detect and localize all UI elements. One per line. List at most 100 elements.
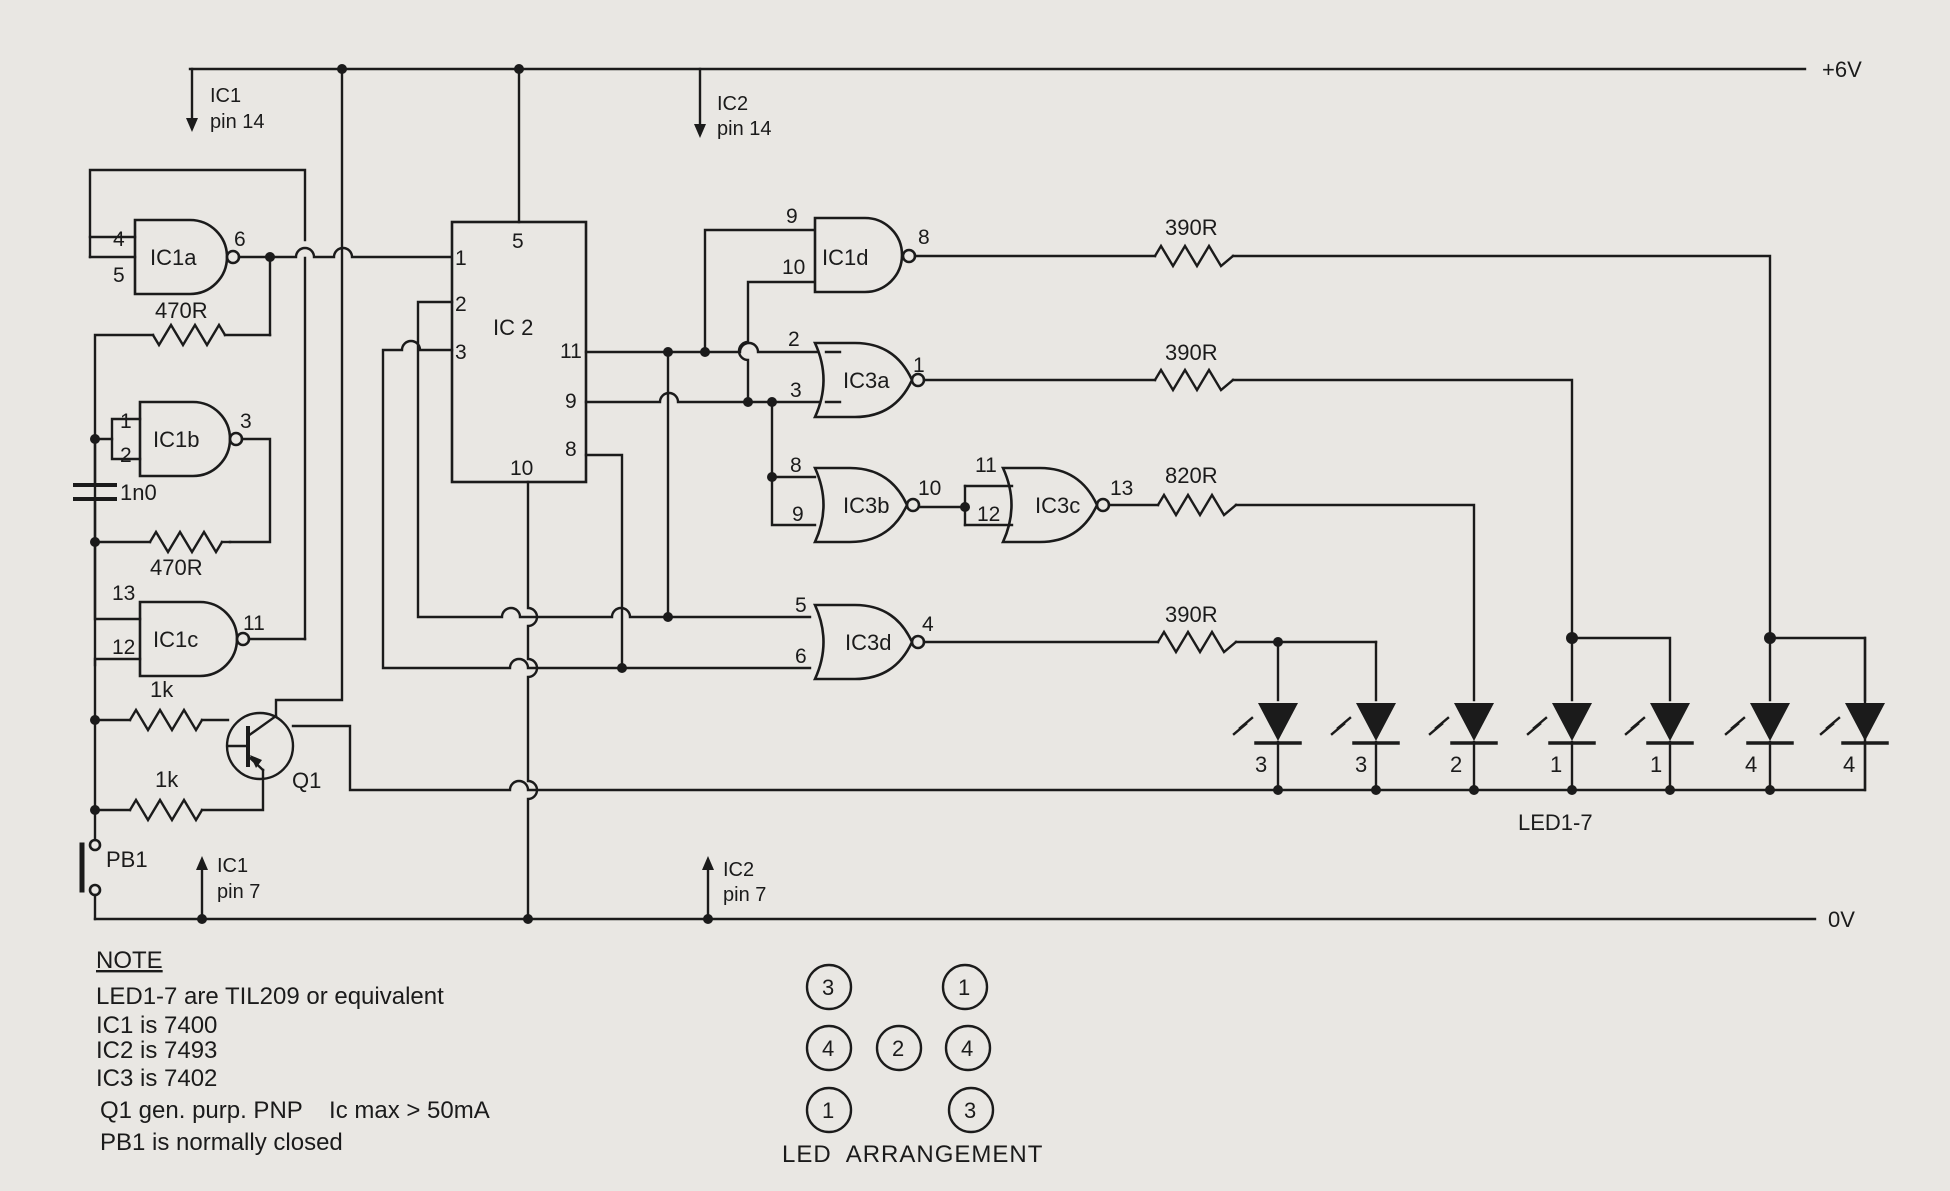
arrangement-position: 3: [822, 975, 834, 1000]
svg-text:390R: 390R: [1165, 340, 1218, 365]
svg-text:1: 1: [120, 410, 132, 433]
svg-text:8: 8: [918, 226, 930, 249]
switch-pb1-contact-top: [88, 838, 102, 852]
svg-text:5: 5: [795, 594, 807, 617]
ic2-body: [450, 220, 588, 484]
resistor-470r-bottom: [148, 529, 224, 555]
led-number: 2: [1450, 752, 1462, 777]
svg-text:4: 4: [113, 228, 125, 251]
ic2-vcc-label-1: IC2: [717, 93, 748, 115]
svg-text:3: 3: [790, 379, 802, 402]
led-array: 3 3 2 1 1 4 4 LED1-7: [1232, 632, 1889, 835]
led-diode: [1232, 703, 1302, 745]
ic2-counter: IC 2 5 1 2 3 11 9 8 10: [381, 64, 812, 924]
led-diode: [1330, 703, 1400, 745]
resistor-390r-2: [1153, 367, 1235, 393]
decode-gates: IC1d 9 10 8 IC3a 2 3 1 IC3b 8 9 10 IC3c …: [782, 205, 1133, 681]
svg-text:5: 5: [113, 264, 125, 287]
svg-text:470R: 470R: [150, 555, 203, 580]
note-heading: NOTE: [96, 947, 163, 974]
arrangement-position: 3: [964, 1098, 976, 1123]
note-line: PB1 is normally closed: [100, 1129, 343, 1156]
note-line: IC2 is 7493: [96, 1037, 217, 1064]
svg-text:2: 2: [455, 293, 467, 316]
svg-text:11: 11: [560, 340, 582, 363]
led-number: 3: [1355, 752, 1367, 777]
svg-text:3: 3: [240, 410, 252, 433]
led-number: 1: [1550, 752, 1562, 777]
svg-text:4: 4: [922, 613, 934, 636]
note-line: LED1-7 are TIL209 or equivalent: [96, 983, 444, 1010]
svg-text:1n0: 1n0: [120, 480, 157, 505]
svg-text:2: 2: [120, 444, 132, 467]
svg-text:9: 9: [792, 503, 804, 526]
svg-text:390R: 390R: [1165, 602, 1218, 627]
svg-text:IC1d: IC1d: [822, 245, 868, 270]
resistor-1k-pb: [128, 797, 204, 823]
led-diode: [1724, 703, 1794, 745]
resistor-390r-4: [1156, 629, 1238, 655]
gate-ic3d: [812, 603, 914, 681]
arrangement-position: 4: [961, 1036, 973, 1061]
svg-text:6: 6: [795, 645, 807, 668]
svg-text:3: 3: [455, 341, 467, 364]
svg-text:2: 2: [788, 328, 800, 351]
arrangement-position: 4: [822, 1036, 834, 1061]
svg-text:IC3b: IC3b: [843, 493, 889, 518]
decode-wiring: [584, 228, 842, 673]
ic2-gnd-label-2: pin 7: [723, 884, 766, 906]
supply-arrows: IC1 pin 14 IC2 pin 14 IC1 pin 7 IC2 pin …: [186, 67, 772, 921]
svg-text:1: 1: [913, 354, 925, 377]
ic1-gnd-label-2: pin 7: [217, 881, 260, 903]
ic1-vcc-label-2: pin 14: [210, 111, 265, 133]
svg-text:6: 6: [234, 228, 246, 251]
gate-ic1a-label: IC1a: [150, 245, 197, 270]
svg-text:8: 8: [790, 454, 802, 477]
svg-text:12: 12: [977, 503, 1000, 526]
svg-text:10: 10: [510, 457, 533, 480]
arrangement-position: 1: [822, 1098, 834, 1123]
arrangement-title: LED ARRANGEMENT: [782, 1141, 1043, 1168]
gate-ic3b: [812, 466, 909, 544]
svg-text:1k: 1k: [155, 767, 179, 792]
ic2-vcc-label-2: pin 14: [717, 118, 772, 140]
svg-text:5: 5: [512, 230, 524, 253]
svg-text:PB1: PB1: [106, 847, 148, 872]
ic2-gnd-label-1: IC2: [723, 859, 754, 881]
led-number: 1: [1650, 752, 1662, 777]
svg-text:Q1: Q1: [292, 768, 321, 793]
svg-text:IC3c: IC3c: [1035, 493, 1080, 518]
resistor-820r: [1156, 492, 1238, 518]
oscillator-section: IC1a 4 5 6 470R IC1b 1 2 3 1n0: [73, 64, 1867, 924]
gate-ic1c-label: IC1c: [153, 627, 198, 652]
resistor-390r-1: [1153, 243, 1235, 269]
led-diode: [1624, 703, 1694, 745]
svg-text:10: 10: [782, 256, 805, 279]
ic1-gnd-label-1: IC1: [217, 855, 248, 877]
vcc-label: +6V: [1822, 57, 1862, 82]
svg-text:IC 2: IC 2: [493, 315, 533, 340]
svg-text:13: 13: [1110, 477, 1133, 500]
notes-block: NOTE LED1-7 are TIL209 or equivalent IC1…: [96, 947, 490, 1156]
note-line: IC3 is 7402: [96, 1065, 217, 1092]
svg-text:IC3a: IC3a: [843, 368, 890, 393]
gate-ic3c: [1000, 466, 1099, 544]
svg-text:9: 9: [565, 390, 577, 413]
led-diode: [1428, 703, 1498, 745]
led-number: 4: [1745, 752, 1757, 777]
ic1-vcc-label-1: IC1: [210, 85, 241, 107]
svg-text:8: 8: [565, 438, 577, 461]
resistor-1k-base: [128, 707, 204, 733]
svg-text:9: 9: [786, 205, 798, 228]
output-resistors: 390R 390R 820R 390R: [913, 215, 1772, 702]
svg-text:470R: 470R: [155, 298, 208, 323]
led-diode: [1819, 703, 1889, 745]
led-arrangement: 3 1 4 2 4 1 3 LED ARRANGEMENT: [782, 963, 1043, 1168]
svg-text:11: 11: [975, 454, 997, 477]
svg-text:13: 13: [112, 582, 135, 605]
led-number: 3: [1255, 752, 1267, 777]
gate-ic1b-label: IC1b: [153, 427, 199, 452]
arrangement-position: 1: [958, 975, 970, 1000]
gnd-label: 0V: [1828, 907, 1855, 932]
